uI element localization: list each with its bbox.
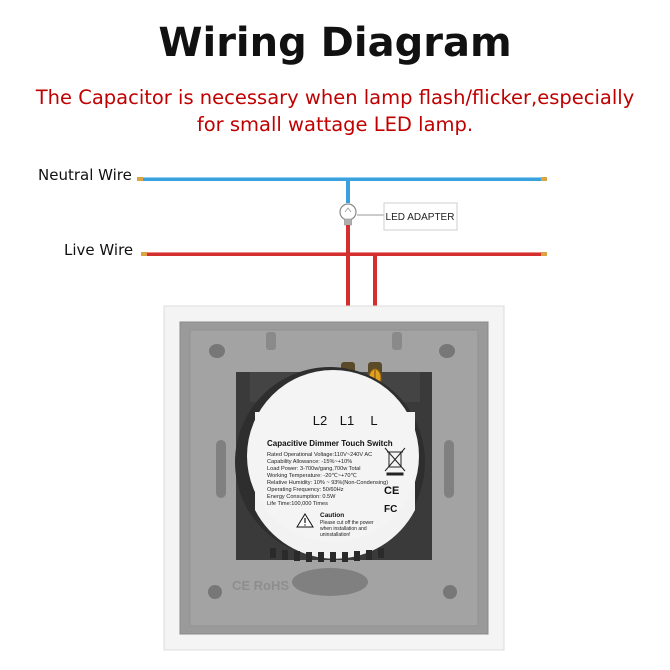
led-adapter-box <box>383 202 458 231</box>
spec-line: Load Power: 3-700w/gang,700w Total <box>267 466 361 472</box>
caution-title: Caution <box>320 512 344 519</box>
caution-line: Please cut off the power <box>320 520 374 526</box>
caution-line: when installation and <box>320 526 367 532</box>
spec-line: Working Temperature: -20℃~+70℃ <box>267 472 357 479</box>
neutral-wire-tip-left <box>137 177 143 181</box>
terminal-label-l1: L1 <box>340 413 354 428</box>
capacitor-note-line-2: for small wattage LED lamp. <box>196 113 474 136</box>
capacitor-note: The Capacitor is necessary when lamp fla… <box>20 84 650 138</box>
bulb-icon <box>339 203 357 226</box>
led-adapter-label: LED ADAPTER <box>386 212 455 223</box>
switch-label-title: Capacitive Dimmer Touch Switch <box>267 439 393 448</box>
mount-hole-top-right <box>439 344 455 358</box>
module-bottom-ribs <box>270 548 384 562</box>
bottom-recess <box>292 568 368 596</box>
neutral-wire <box>137 177 547 203</box>
terminal-label-l2: L2 <box>313 413 327 428</box>
plate-marking: CE RoHS <box>232 578 289 593</box>
mount-slot-left <box>216 440 226 498</box>
page-title: Wiring Diagram <box>158 20 512 66</box>
live-wire-label: Live Wire <box>64 241 134 259</box>
mount-slot-top-right <box>392 332 402 350</box>
spec-line: Operating Frequency: 50/60Hz <box>267 487 344 493</box>
live-wire-tip-left <box>141 252 147 256</box>
live-wire-tip-right <box>541 252 547 256</box>
fc-mark: FC <box>384 504 397 515</box>
neutral-wire-tip-right <box>541 177 547 181</box>
spec-line: Capability Allowance: -15%~+10% <box>267 459 352 465</box>
switch-module: L2 L1 L Capacitive Dimmer Touch Switch R… <box>235 362 432 562</box>
neutral-wire-label: Neutral Wire <box>38 166 132 184</box>
caution-warning-icon <box>296 513 314 528</box>
caution-line: uninstallation! <box>320 532 351 538</box>
terminal-label-l: L <box>370 413 377 428</box>
live-wire <box>141 252 547 256</box>
spec-line: Life Time:100,000 Times <box>267 501 328 507</box>
mount-slot-top-left <box>266 332 276 350</box>
mount-hole-top-left <box>209 344 225 358</box>
weee-bin-icon <box>384 447 406 476</box>
spec-list: Rated Operational Voltage:110V~240V AC C… <box>267 452 388 507</box>
capacitor-note-line-1: The Capacitor is necessary when lamp fla… <box>35 86 635 109</box>
spec-line: Rated Operational Voltage:110V~240V AC <box>267 452 372 458</box>
mount-hole-bottom-left <box>208 585 222 599</box>
led-adapter: LED ADAPTER <box>339 202 458 231</box>
spec-line: Relative Humidity: 10% ~ 93%(Non-Condens… <box>267 480 388 486</box>
ce-mark: CE <box>384 485 399 497</box>
mount-hole-bottom-right <box>443 585 457 599</box>
mount-slot-right <box>444 440 454 498</box>
spec-line: Energy Consumption: 0.5W <box>267 494 336 500</box>
